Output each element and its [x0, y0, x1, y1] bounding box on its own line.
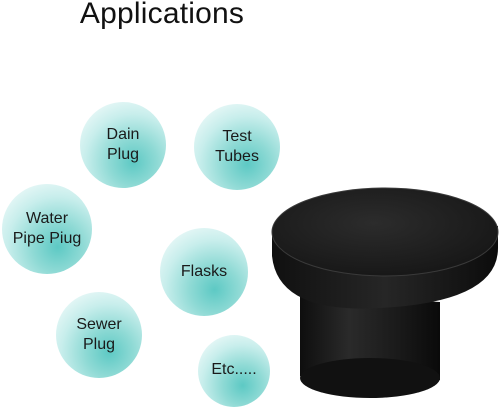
application-bubble-drain-plug: Dain Plug	[80, 102, 166, 188]
bubble-label-line1: Flasks	[180, 263, 228, 280]
bubble-label-line1: Water	[25, 210, 69, 227]
bubble-label-line1: Etc.....	[211, 361, 257, 378]
bubble-label-line1: Sewer	[76, 316, 122, 333]
bubble-label-line1: Dain	[106, 126, 140, 143]
bubble-label-line2: Tubes	[215, 148, 259, 165]
application-bubble-sewer-plug: Sewer Plug	[56, 292, 142, 378]
rubber-plug-image	[271, 187, 499, 398]
bubble-label-line2: Plug	[82, 336, 115, 353]
bubble-label-line2: Plug	[106, 146, 140, 163]
application-bubble-water-pipe-plug: Water Pipe Piug	[2, 184, 92, 274]
application-bubble-test-tubes: Test Tubes	[194, 104, 280, 190]
bubble-label-line1: Test	[222, 128, 252, 145]
page-title: Applications	[79, 0, 245, 30]
application-bubble-etc: Etc.....	[198, 335, 270, 407]
application-bubble-flasks: Flasks	[160, 228, 248, 316]
bubble-label-line2: Pipe Piug	[12, 230, 82, 247]
